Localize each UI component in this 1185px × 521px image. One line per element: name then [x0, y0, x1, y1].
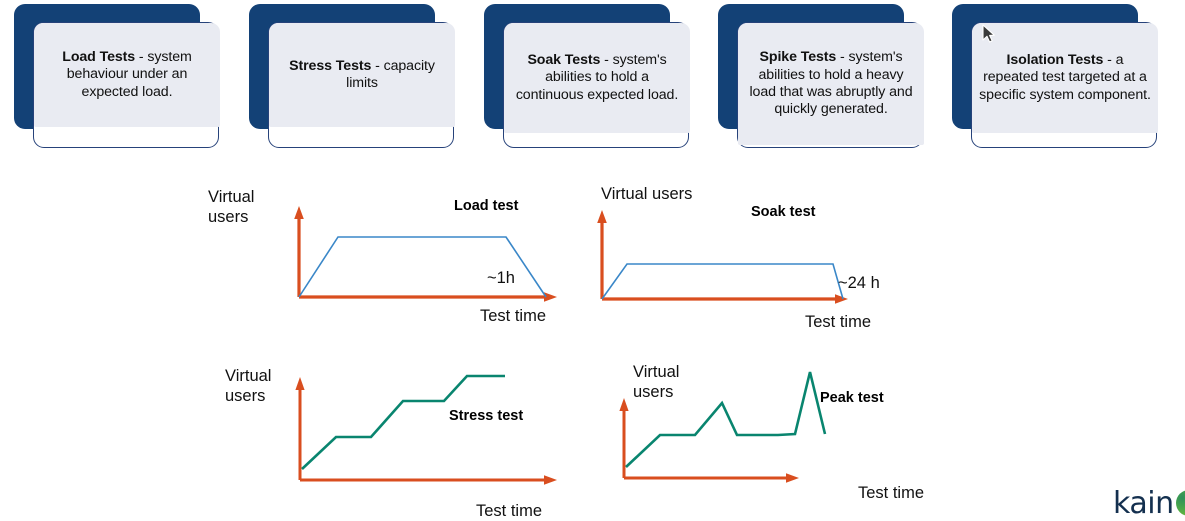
card-textbox: Soak Tests - system's abilities to hold … [504, 23, 690, 133]
card-face[interactable]: Soak Tests - system's abilities to hold … [503, 22, 690, 148]
card-body: system's abilities to hold a continuous … [515, 51, 679, 103]
brand-dot-icon [1175, 490, 1185, 516]
card-spike-tests[interactable]: Spike Tests - system's abilities to hold… [718, 4, 924, 148]
card-title: Load Tests [62, 48, 136, 65]
stress-test-series-line [301, 374, 505, 470]
card-text: Soak Tests - system's abilities to hold … [510, 52, 684, 104]
chart-peak-test: Virtual users Peak test Test time [615, 358, 960, 519]
brand-wordmark: kain [1113, 485, 1174, 521]
y-axis-arrowhead [619, 398, 629, 411]
chart-soak-duration-label: ~24 h [838, 274, 880, 292]
card-isolation-tests[interactable]: Isolation Tests - a repeated test target… [952, 4, 1158, 148]
card-textbox: Spike Tests - system's abilities to hold… [738, 23, 924, 145]
chart-stress-xlabel: Test time [476, 502, 543, 520]
chart-soak-ylabel: Virtual users [601, 185, 693, 203]
chart-load-plot [294, 206, 557, 302]
card-separator: - [1103, 51, 1116, 68]
chart-stress-plot [295, 374, 557, 485]
chart-stress-ylabel: Virtual users [225, 367, 272, 406]
chart-peak-series-title: Peak test [820, 390, 884, 406]
x-axis-arrowhead [835, 294, 848, 304]
chart-load-test: Virtual users Load test ~1h Test time [200, 182, 580, 332]
card-title: Stress Tests [289, 57, 372, 74]
card-text: Load Tests - system behaviour under an e… [40, 49, 214, 101]
card-face[interactable]: Isolation Tests - a repeated test target… [971, 22, 1158, 148]
soak-test-series-line [601, 263, 844, 300]
chart-stress-series-title: Stress test [449, 408, 524, 424]
chart-load-xlabel: Test time [480, 307, 547, 325]
card-face[interactable]: Stress Tests - capacity limits [268, 22, 455, 148]
x-axis-arrowhead [544, 475, 557, 485]
card-load-tests[interactable]: Load Tests - system behaviour under an e… [14, 4, 220, 148]
peak-test-series-line [625, 371, 827, 468]
card-text: Spike Tests - system's abilities to hold… [744, 49, 918, 119]
card-textbox: Load Tests - system behaviour under an e… [34, 23, 220, 127]
y-axis-arrowhead [295, 377, 305, 390]
card-title: Soak Tests [527, 51, 601, 68]
load-test-series-line [298, 236, 547, 298]
card-title: Isolation Tests [1006, 51, 1104, 68]
card-body: system behaviour under an expected load. [66, 48, 192, 100]
card-text: Isolation Tests - a repeated test target… [978, 52, 1152, 104]
card-face[interactable]: Load Tests - system behaviour under an e… [33, 22, 220, 148]
card-textbox: Isolation Tests - a repeated test target… [972, 23, 1158, 133]
brand-logo: kain [1113, 485, 1185, 521]
card-face[interactable]: Spike Tests - system's abilities to hold… [737, 22, 924, 148]
chart-peak-xlabel: Test time [858, 484, 925, 502]
card-separator: - [371, 57, 384, 74]
card-stress-tests[interactable]: Stress Tests - capacity limits [249, 4, 455, 148]
card-body: a repeated test targeted at a specific s… [979, 51, 1151, 103]
card-title: Spike Tests [759, 49, 837, 66]
card-text: Stress Tests - capacity limits [275, 58, 449, 93]
y-axis-arrowhead [597, 210, 607, 223]
card-separator: - [836, 49, 849, 66]
chart-soak-series-title: Soak test [751, 204, 816, 220]
x-axis-arrowhead [786, 473, 799, 483]
chart-stress-test: Virtual users Stress test Test time [225, 362, 585, 520]
chart-peak-plot [619, 371, 827, 483]
chart-load-series-title: Load test [454, 198, 519, 214]
test-type-cards-row: Load Tests - system behaviour under an e… [0, 0, 1185, 165]
x-axis-arrowhead [544, 292, 557, 302]
chart-soak-plot [597, 210, 848, 304]
chart-load-duration-label: ~1h [487, 269, 515, 287]
card-body: system's abilities to hold a heavy load … [749, 49, 913, 118]
card-soak-tests[interactable]: Soak Tests - system's abilities to hold … [484, 4, 690, 148]
y-axis-arrowhead [294, 206, 304, 219]
chart-peak-ylabel: Virtual users [633, 363, 680, 402]
chart-soak-xlabel: Test time [805, 313, 872, 331]
chart-soak-test: Virtual users Soak test ~24 h Test time [595, 182, 935, 337]
card-body: capacity limits [346, 57, 435, 91]
chart-load-ylabel: Virtual users [208, 188, 255, 227]
card-separator: - [135, 48, 148, 65]
card-textbox: Stress Tests - capacity limits [269, 23, 455, 127]
card-separator: - [600, 51, 613, 68]
